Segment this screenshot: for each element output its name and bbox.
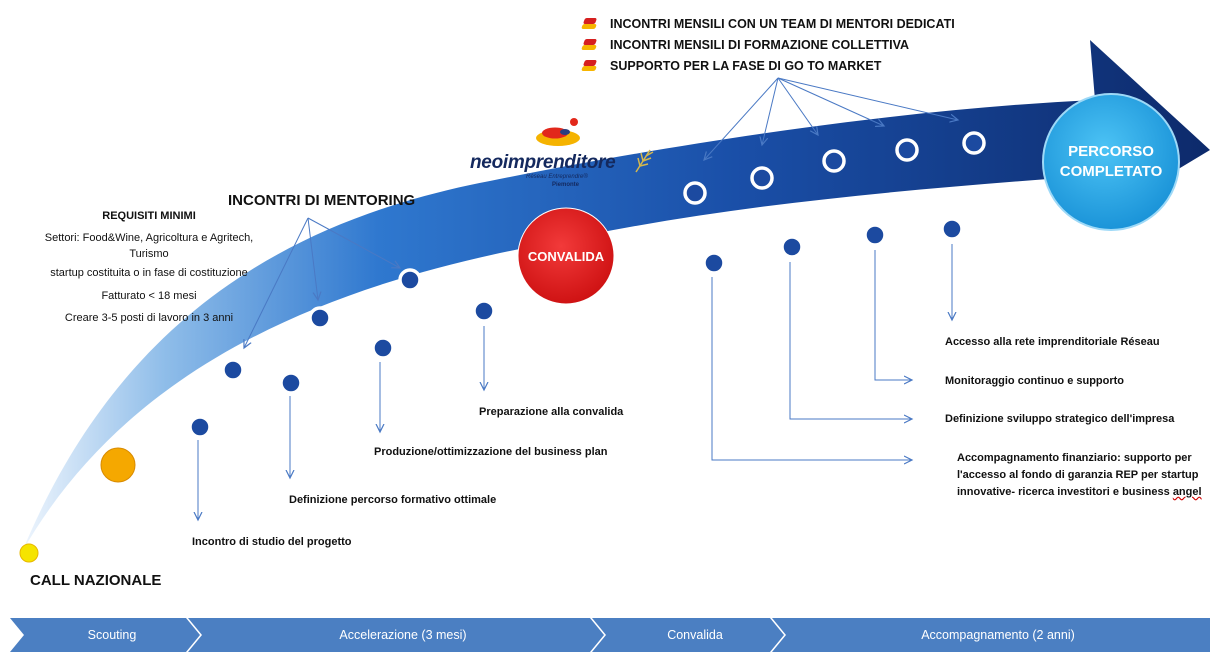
financial-support-last-word: angel (1172, 486, 1202, 498)
bullet-monthly-training: INCONTRI MENSILI DI FORMAZIONE COLLETTIV… (581, 36, 909, 54)
mentoring-title: INCONTRI DI MENTORING (228, 192, 416, 209)
step-incontro-studio: Incontro di studio del progetto (192, 536, 352, 548)
logo-mark (536, 118, 580, 146)
step-sviluppo-strategico: Definizione sviluppo strategico dell'imp… (945, 413, 1175, 425)
requirements-title: REQUISITI MINIMI (102, 210, 196, 222)
convalida-label: CONVALIDA (527, 248, 605, 264)
node (702, 251, 726, 275)
step-preparazione-convalida: Preparazione alla convalida (479, 406, 624, 418)
phase-scouting: Scouting (87, 628, 137, 642)
bullet-icon (581, 18, 598, 30)
chevron-accompagnamento (772, 618, 1210, 652)
node (895, 138, 919, 162)
mentoring-connectors (244, 217, 400, 348)
phase-convalida: Convalida (667, 628, 723, 642)
scouting-dot (100, 447, 136, 483)
milestone-nodes (188, 131, 986, 439)
node (683, 181, 707, 205)
requirement-line: Turismo (129, 248, 169, 260)
monthly-connectors (704, 77, 958, 160)
step-rete-reseau: Accesso alla rete imprenditoriale Réseau (945, 336, 1160, 348)
requirement-line: Fatturato < 18 mesi (101, 290, 197, 302)
requirement-line: Creare 3-5 posti di lavoro in 3 anni (64, 312, 234, 324)
step-accompagnamento-finanziario: Accompagnamento finanziario: supporto pe… (957, 450, 1207, 501)
node (398, 268, 422, 292)
call-start-dot (19, 543, 39, 563)
node (308, 306, 332, 330)
step-business-plan: Produzione/ottimizzazione del business p… (374, 446, 608, 458)
call-nazionale-label: CALL NAZIONALE (30, 572, 162, 589)
node (822, 149, 846, 173)
bullet-monthly-mentors: INCONTRI MENSILI CON UN TEAM DI MENTORI … (581, 15, 955, 33)
node (962, 131, 986, 155)
chevron-scouting (10, 618, 200, 652)
node (780, 235, 804, 259)
chevron-accelerazione (188, 618, 604, 652)
accompaniment-connectors (711, 244, 952, 460)
bullet-go-to-market: SUPPORTO PER LA FASE DI GO TO MARKET (581, 57, 881, 75)
node (188, 415, 212, 439)
timeline-chevrons (10, 618, 1210, 652)
phase-accompagnamento: Accompagnamento (2 anni) (921, 628, 1075, 642)
requirement-line: startup costituita o in fase di costituz… (50, 267, 248, 279)
financial-support-text: Accompagnamento finanziario: supporto pe… (957, 452, 1199, 498)
step-monitoraggio: Monitoraggio continuo e supporto (945, 375, 1125, 387)
node (472, 299, 496, 323)
journey-arrow (22, 40, 1210, 552)
node (371, 336, 395, 360)
completed-circle (1042, 93, 1180, 231)
node (940, 217, 964, 241)
completed-label: PERCORSO COMPLETATO (1059, 143, 1163, 180)
requirement-line: Settori: Food&Wine, Agricoltura e Agrite… (44, 232, 254, 244)
neoimprenditore-logo: neoimprenditore Réseau Entreprendre® Pie… (470, 152, 616, 188)
bullet-icon (581, 60, 598, 72)
node (279, 371, 303, 395)
convalida-circle (517, 207, 615, 305)
bullet-icon (581, 39, 598, 51)
node (863, 223, 887, 247)
phase-timeline: Scouting Accelerazione (3 mesi) Convalid… (0, 618, 1210, 652)
step-percorso-formativo: Definizione percorso formativo ottimale (289, 494, 497, 506)
acceleration-connectors (198, 326, 484, 520)
wheat-icon (635, 149, 654, 173)
chevron-convalida (592, 618, 784, 652)
node (750, 166, 774, 190)
node (221, 358, 245, 382)
phase-accelerazione: Accelerazione (3 mesi) (339, 628, 467, 642)
